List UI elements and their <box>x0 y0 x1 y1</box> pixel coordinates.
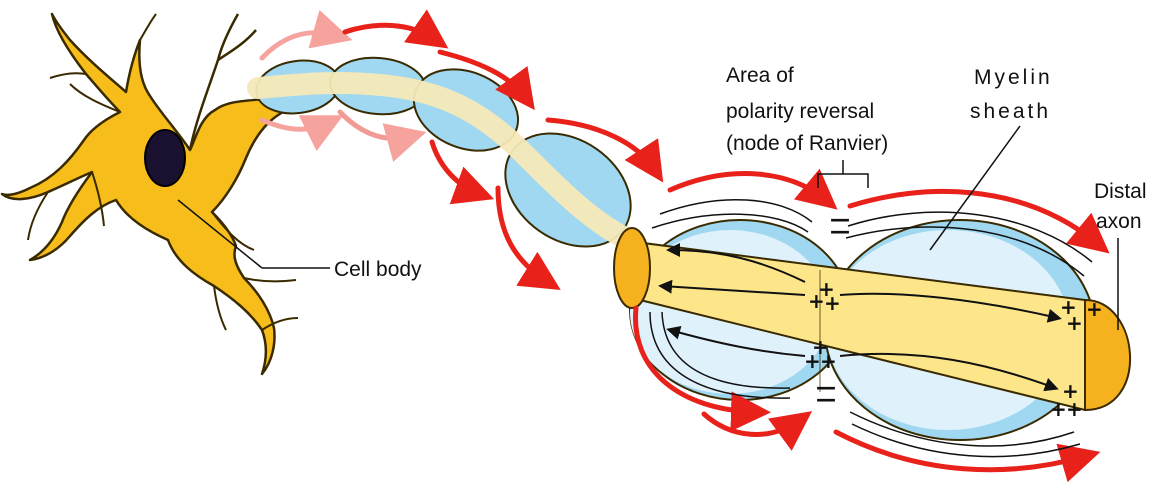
plus-sign: + <box>808 289 825 313</box>
plus-sign: + <box>804 349 821 373</box>
node-label-line2: polarity reversal <box>726 100 874 123</box>
minus-sign: — <box>816 387 836 411</box>
plus-sign: + <box>1066 397 1083 421</box>
plus-sign: + <box>1050 397 1067 421</box>
distal-label-line1: Distal <box>1094 180 1147 203</box>
myelin-label-line2: sheath <box>970 100 1051 123</box>
plus-sign: + <box>1066 311 1083 335</box>
myelin-label-line1: Myelin <box>974 66 1053 89</box>
cell-body-label: Cell body <box>334 258 422 281</box>
plus-sign: + <box>824 291 841 315</box>
axon-proximal-end <box>614 228 650 308</box>
node-label-line3: (node of Ranvier) <box>726 132 888 155</box>
nucleus <box>145 130 185 186</box>
node-bracket <box>818 160 868 188</box>
plus-sign: + <box>820 349 837 373</box>
plus-sign: + <box>1086 297 1103 321</box>
neuron-cell-body <box>2 14 300 374</box>
minus-sign: — <box>830 219 850 243</box>
node-label-line1: Area of <box>726 64 794 87</box>
distal-label-line2: axon <box>1096 210 1142 233</box>
